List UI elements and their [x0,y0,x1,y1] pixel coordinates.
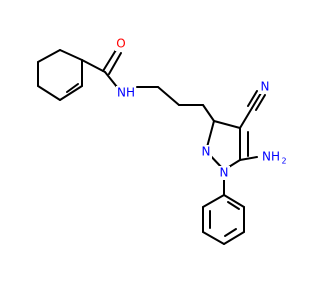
bond-phenyl-3-4 [223,231,245,245]
bond-phenyl-6-1 [202,194,225,208]
bond-carbonyl-double-a [102,49,117,72]
bond-carbonyl-double-b [108,52,122,75]
amino-group [239,156,258,161]
bond-ring-c5-c4 [37,85,61,101]
bond-c1-to-c2 [157,86,180,106]
bond-c3-to-pyrazole [202,104,215,122]
pyrazole-ring [205,120,249,171]
bond-c5-to-nh2 [239,156,258,161]
bond-ring-double-inner [66,83,79,93]
bond-phenyl-double-a [227,201,240,210]
bond-c4-to-nitrile-carbon [239,107,253,129]
atom-labels: O NH N NH 2 N N [115,37,288,180]
pyrazole-n1-label: N [220,166,229,180]
oxygen-label: O [116,37,125,51]
phenyl-ring [202,169,245,245]
bond-phenyl-1-2 [223,194,245,208]
bond-ring-c1-c6 [37,49,61,63]
bond-ring-c1-c2 [59,49,83,61]
bond-ring-to-carbonyl [81,59,106,73]
cyano-group [239,90,266,129]
molecule-structure: O NH N NH 2 N N [37,37,288,245]
nitrile-n-label: N [261,80,270,94]
amino-label-bg [258,150,288,166]
nitrile-n-label-bg [259,80,271,94]
amide-nh-label: NH [117,86,135,100]
pyrazole-n1-label-bg [218,166,230,180]
bond-c3-to-c4 [213,120,241,129]
pyrazole-n2-label-bg [200,145,212,159]
bond-nitrile-triple-1 [251,92,262,109]
amide-nh-label-bg [116,86,136,100]
molecule-structure-canvas: O NH N NH 2 N N [37,37,288,245]
bond-carbonyl-to-nh [104,71,118,88]
amide-group [81,49,122,88]
oxygen-label-bg [115,37,127,51]
propyl-chain [136,86,215,122]
amino-subscript: 2 [281,157,286,166]
cyclohexene-ring [37,49,83,101]
bond-nitrile-triple-2 [247,90,258,107]
bond-nitrile-triple-3 [255,94,266,111]
bond-phenyl-4-5 [202,231,225,245]
bond-ring-c4-c3 [59,85,83,101]
bond-phenyl-double-b [224,228,237,237]
pyrazole-n2-label: N [202,145,211,159]
amino-label: NH [262,150,280,164]
